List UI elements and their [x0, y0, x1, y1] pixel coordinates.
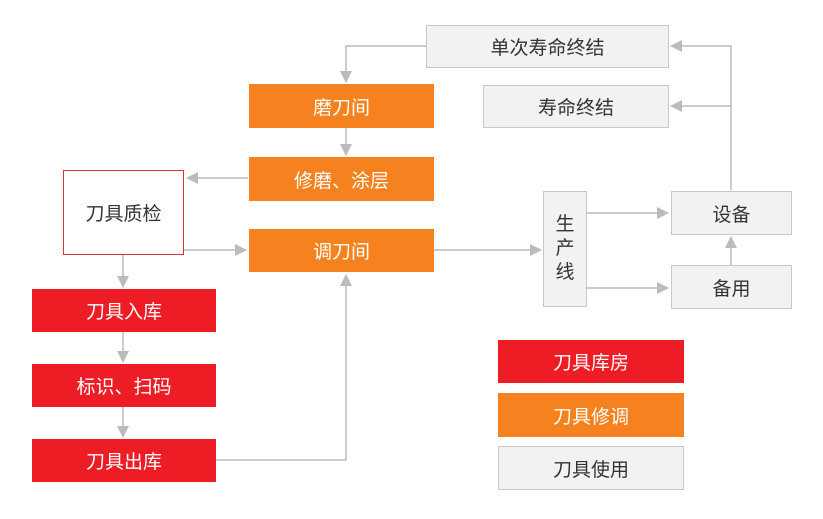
grinding-room-node: 磨刀间 — [249, 84, 434, 128]
equipment-node: 设备 — [671, 191, 792, 235]
life-end-node: 寿命终结 — [483, 85, 669, 128]
production-line-node: 生 产 线 — [543, 191, 587, 307]
legend-maintenance: 刀具修调 — [498, 393, 684, 437]
tuning-room-node: 调刀间 — [249, 229, 434, 272]
arrow-storage-out-to-tuning — [216, 274, 352, 461]
legend-warehouse: 刀具库房 — [498, 340, 684, 383]
legend-usage: 刀具使用 — [498, 446, 684, 490]
regrind-coating-node: 修磨、涂层 — [249, 157, 434, 201]
spare-node: 备用 — [671, 265, 792, 309]
single-life-end-node: 单次寿命终结 — [426, 25, 669, 68]
arrow-equipment-to-single-life — [670, 40, 732, 190]
tool-storage-in-node: 刀具入库 — [32, 289, 216, 332]
arrow-single-life-to-grinding — [340, 45, 426, 83]
production-line-char: 生 — [555, 213, 575, 236]
tool-inspection-node: 刀具质检 — [63, 170, 184, 255]
production-line-char: 产 — [555, 237, 575, 260]
label-scan-node: 标识、扫码 — [32, 364, 216, 407]
tool-storage-out-node: 刀具出库 — [32, 439, 216, 482]
production-line-char: 线 — [555, 260, 575, 283]
